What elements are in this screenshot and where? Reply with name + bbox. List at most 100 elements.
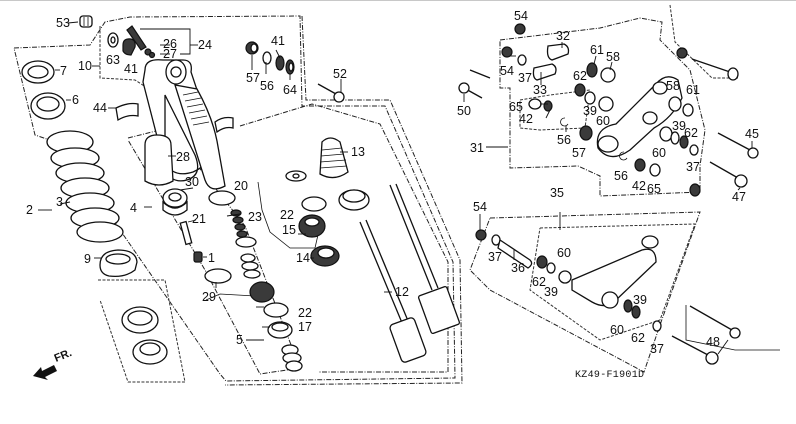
- part-35-connecting-rod[interactable]: [571, 235, 659, 309]
- callout-23[interactable]: 23: [248, 210, 262, 224]
- callout-62d[interactable]: 62: [631, 331, 645, 345]
- callout-53[interactable]: 53: [56, 16, 70, 30]
- part-53-nut[interactable]: [79, 15, 93, 28]
- callout-62b[interactable]: 62: [684, 126, 698, 140]
- callout-6[interactable]: 6: [72, 93, 79, 107]
- part-60-bushing-c[interactable]: [558, 270, 572, 284]
- callout-3[interactable]: 3: [56, 195, 63, 209]
- part-47-bolt[interactable]: [709, 161, 748, 188]
- part-28-bump-cap[interactable]: [144, 134, 174, 186]
- part-57-bushing[interactable]: [245, 41, 259, 55]
- callout-26[interactable]: 26: [163, 37, 177, 51]
- part-15-oil-seal[interactable]: [298, 214, 326, 238]
- part-26-27-valve-stem[interactable]: [126, 25, 156, 59]
- part-62-seal-c[interactable]: [536, 255, 548, 269]
- callout-14[interactable]: 14: [296, 251, 310, 265]
- part-20-ring[interactable]: [208, 190, 236, 206]
- part-62-seal[interactable]: [574, 83, 586, 97]
- callout-60a[interactable]: 60: [596, 114, 610, 128]
- callout-62a[interactable]: 62: [573, 69, 587, 83]
- part-57-bushing-b[interactable]: [579, 125, 593, 141]
- callout-45[interactable]: 45: [745, 127, 759, 141]
- callout-36[interactable]: 36: [511, 261, 525, 275]
- callout-56b[interactable]: 56: [557, 133, 571, 147]
- part-3-spring[interactable]: [46, 130, 124, 243]
- part-33-collar[interactable]: [532, 63, 557, 81]
- part-62-seal-d[interactable]: [631, 305, 641, 319]
- callout-33[interactable]: 33: [533, 83, 547, 97]
- part-37-washer-b[interactable]: [689, 144, 699, 156]
- callout-22b[interactable]: 22: [298, 306, 312, 320]
- callout-50[interactable]: 50: [457, 104, 471, 118]
- part-63-seal[interactable]: [107, 32, 119, 48]
- part-39-ring-c[interactable]: [546, 262, 556, 274]
- callout-61b[interactable]: 61: [686, 83, 700, 97]
- part-45-bolt[interactable]: [717, 132, 759, 159]
- callout-44[interactable]: 44: [93, 101, 107, 115]
- part-56-circlip[interactable]: [262, 51, 272, 65]
- callout-2[interactable]: 2: [26, 203, 33, 217]
- part-39-ring-d[interactable]: [623, 299, 633, 313]
- part-seal-seat[interactable]: [121, 306, 159, 334]
- callout-41b[interactable]: 41: [271, 34, 285, 48]
- part-56-circlip-b[interactable]: [560, 117, 569, 127]
- callout-61a[interactable]: 61: [590, 43, 604, 57]
- part-36-collar[interactable]: [497, 238, 533, 269]
- part-seal-seat-b[interactable]: [132, 339, 168, 365]
- part-54-nut[interactable]: [514, 23, 526, 35]
- part-42-bearing-b[interactable]: [634, 158, 646, 172]
- part-65-seal-b[interactable]: [649, 163, 661, 177]
- part-60-bushing-b[interactable]: [659, 126, 673, 142]
- part-12-damper-rod-b[interactable]: [389, 183, 461, 335]
- part-14-rod-guide[interactable]: [310, 245, 340, 267]
- callout-22a[interactable]: 22: [280, 208, 294, 222]
- callout-21[interactable]: 21: [192, 212, 206, 226]
- callout-63[interactable]: 63: [106, 53, 120, 67]
- callout-17[interactable]: 17: [298, 320, 312, 334]
- part-7-lock-nut[interactable]: [21, 60, 55, 84]
- callout-37b[interactable]: 37: [686, 160, 700, 174]
- part-39-ring[interactable]: [584, 91, 596, 105]
- part-44-stopper-b[interactable]: [214, 116, 234, 134]
- part-1-nut[interactable]: [193, 251, 203, 263]
- part-41-bushing-b[interactable]: [275, 55, 285, 71]
- callout-30[interactable]: 30: [185, 175, 199, 189]
- part-54-nut-c[interactable]: [475, 229, 487, 241]
- part-washer[interactable]: [285, 170, 307, 182]
- callout-10[interactable]: 10: [78, 59, 92, 73]
- callout-27[interactable]: 27: [163, 47, 177, 61]
- callout-56a[interactable]: 56: [260, 79, 274, 93]
- part-37-washer[interactable]: [517, 54, 527, 66]
- callout-42b[interactable]: 42: [632, 179, 646, 193]
- part-6-adjusting-nut[interactable]: [30, 92, 66, 120]
- callout-39b[interactable]: 39: [672, 119, 686, 133]
- callout-41a[interactable]: 41: [124, 62, 138, 76]
- part-64-seal[interactable]: [285, 59, 295, 75]
- part-50-bolt[interactable]: [458, 69, 491, 99]
- callout-42a[interactable]: 42: [519, 112, 533, 126]
- part-23-washer-stack[interactable]: [230, 209, 257, 248]
- callout-56c[interactable]: 56: [614, 169, 628, 183]
- part-54-nut-b[interactable]: [501, 46, 513, 58]
- part-piston-assembly[interactable]: [240, 253, 275, 303]
- part-9-spring-seat[interactable]: [99, 249, 138, 278]
- callout-31[interactable]: 31: [470, 141, 484, 155]
- callout-54c[interactable]: 54: [473, 200, 487, 214]
- part-pivot-bolt[interactable]: [676, 47, 739, 81]
- part-13-bump-stop[interactable]: [319, 137, 349, 179]
- part-21-valve[interactable]: [179, 220, 193, 246]
- part-61-seal-b[interactable]: [682, 103, 694, 117]
- callout-60d[interactable]: 60: [610, 323, 624, 337]
- part-37-washer-d[interactable]: [652, 320, 662, 332]
- callout-12[interactable]: 12: [395, 285, 409, 299]
- part-42-bearing[interactable]: [543, 100, 553, 112]
- part-58-bearing[interactable]: [600, 67, 616, 83]
- callout-39d[interactable]: 39: [633, 293, 647, 307]
- callout-20[interactable]: 20: [234, 179, 248, 193]
- callout-9[interactable]: 9: [84, 252, 91, 266]
- callout-57a[interactable]: 57: [246, 71, 260, 85]
- callout-65a[interactable]: 65: [509, 100, 523, 114]
- callout-35[interactable]: 35: [550, 186, 564, 200]
- callout-62c[interactable]: 62: [532, 275, 546, 289]
- callout-13[interactable]: 13: [351, 145, 365, 159]
